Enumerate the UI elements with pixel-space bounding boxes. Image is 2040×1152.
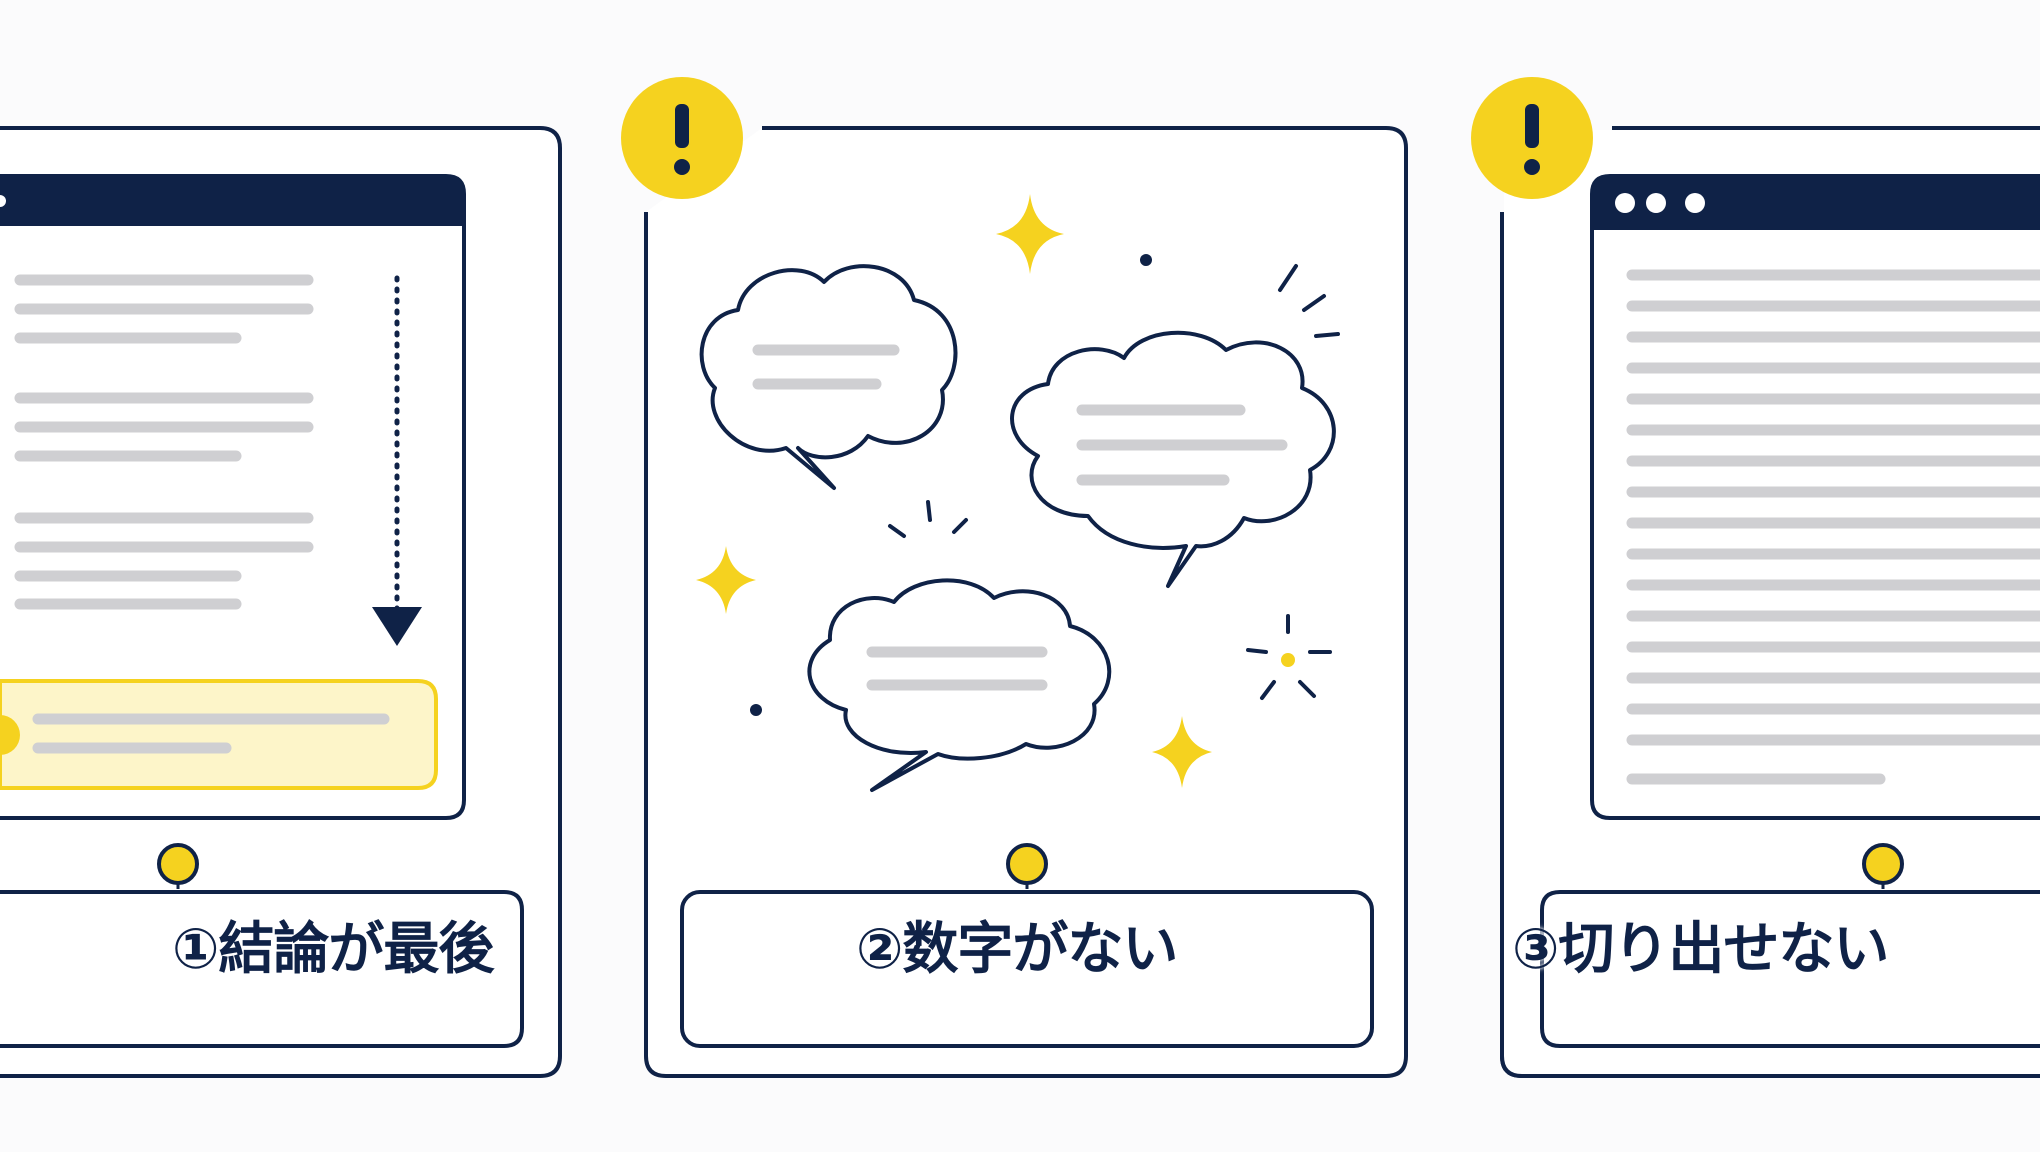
connector-pin-1 bbox=[157, 843, 199, 922]
window-controls-icon bbox=[1615, 193, 1705, 213]
connector-pin-3 bbox=[1862, 843, 1904, 922]
window-title-bar bbox=[0, 176, 464, 226]
speech-bubble-icon bbox=[807, 578, 1112, 792]
sparkle-icon bbox=[696, 546, 756, 614]
highlight-marker bbox=[0, 715, 20, 755]
connector-pin-2 bbox=[1006, 843, 1048, 922]
burst-lines bbox=[888, 264, 1340, 700]
window-controls-icon bbox=[0, 195, 6, 207]
panel-1 bbox=[0, 126, 562, 1078]
caption-box-2 bbox=[680, 890, 1374, 1048]
exclamation-icon bbox=[1471, 77, 1593, 199]
panel-3 bbox=[1471, 77, 2040, 1078]
caption-no-numbers: ②数字がない bbox=[856, 917, 1178, 982]
caption-conclusion-last: ①結論が最後 bbox=[172, 917, 494, 982]
speech-bubble-icon bbox=[699, 264, 958, 490]
sparkle-icon bbox=[1152, 716, 1212, 788]
sparkle-dot bbox=[1281, 653, 1295, 667]
caption-box-1 bbox=[0, 890, 524, 1048]
conclusion-highlight bbox=[0, 679, 438, 790]
decor-dot bbox=[750, 704, 762, 716]
caption-cannot-extract: ③切り出せない bbox=[1512, 917, 1889, 982]
window-title-bar bbox=[1592, 176, 2040, 230]
text-lines-1 bbox=[14, 274, 314, 610]
text-lines-3 bbox=[1626, 269, 2040, 785]
speech-bubble-icon bbox=[1010, 330, 1336, 588]
exclamation-icon bbox=[621, 77, 743, 199]
decor-dot bbox=[1140, 254, 1152, 266]
caption-box-3 bbox=[1540, 890, 2040, 1048]
panel-2 bbox=[621, 77, 1408, 1078]
sparkle-icon bbox=[996, 194, 1064, 274]
arrow-down-icon bbox=[372, 275, 422, 646]
sparkle-icons bbox=[696, 194, 1295, 788]
